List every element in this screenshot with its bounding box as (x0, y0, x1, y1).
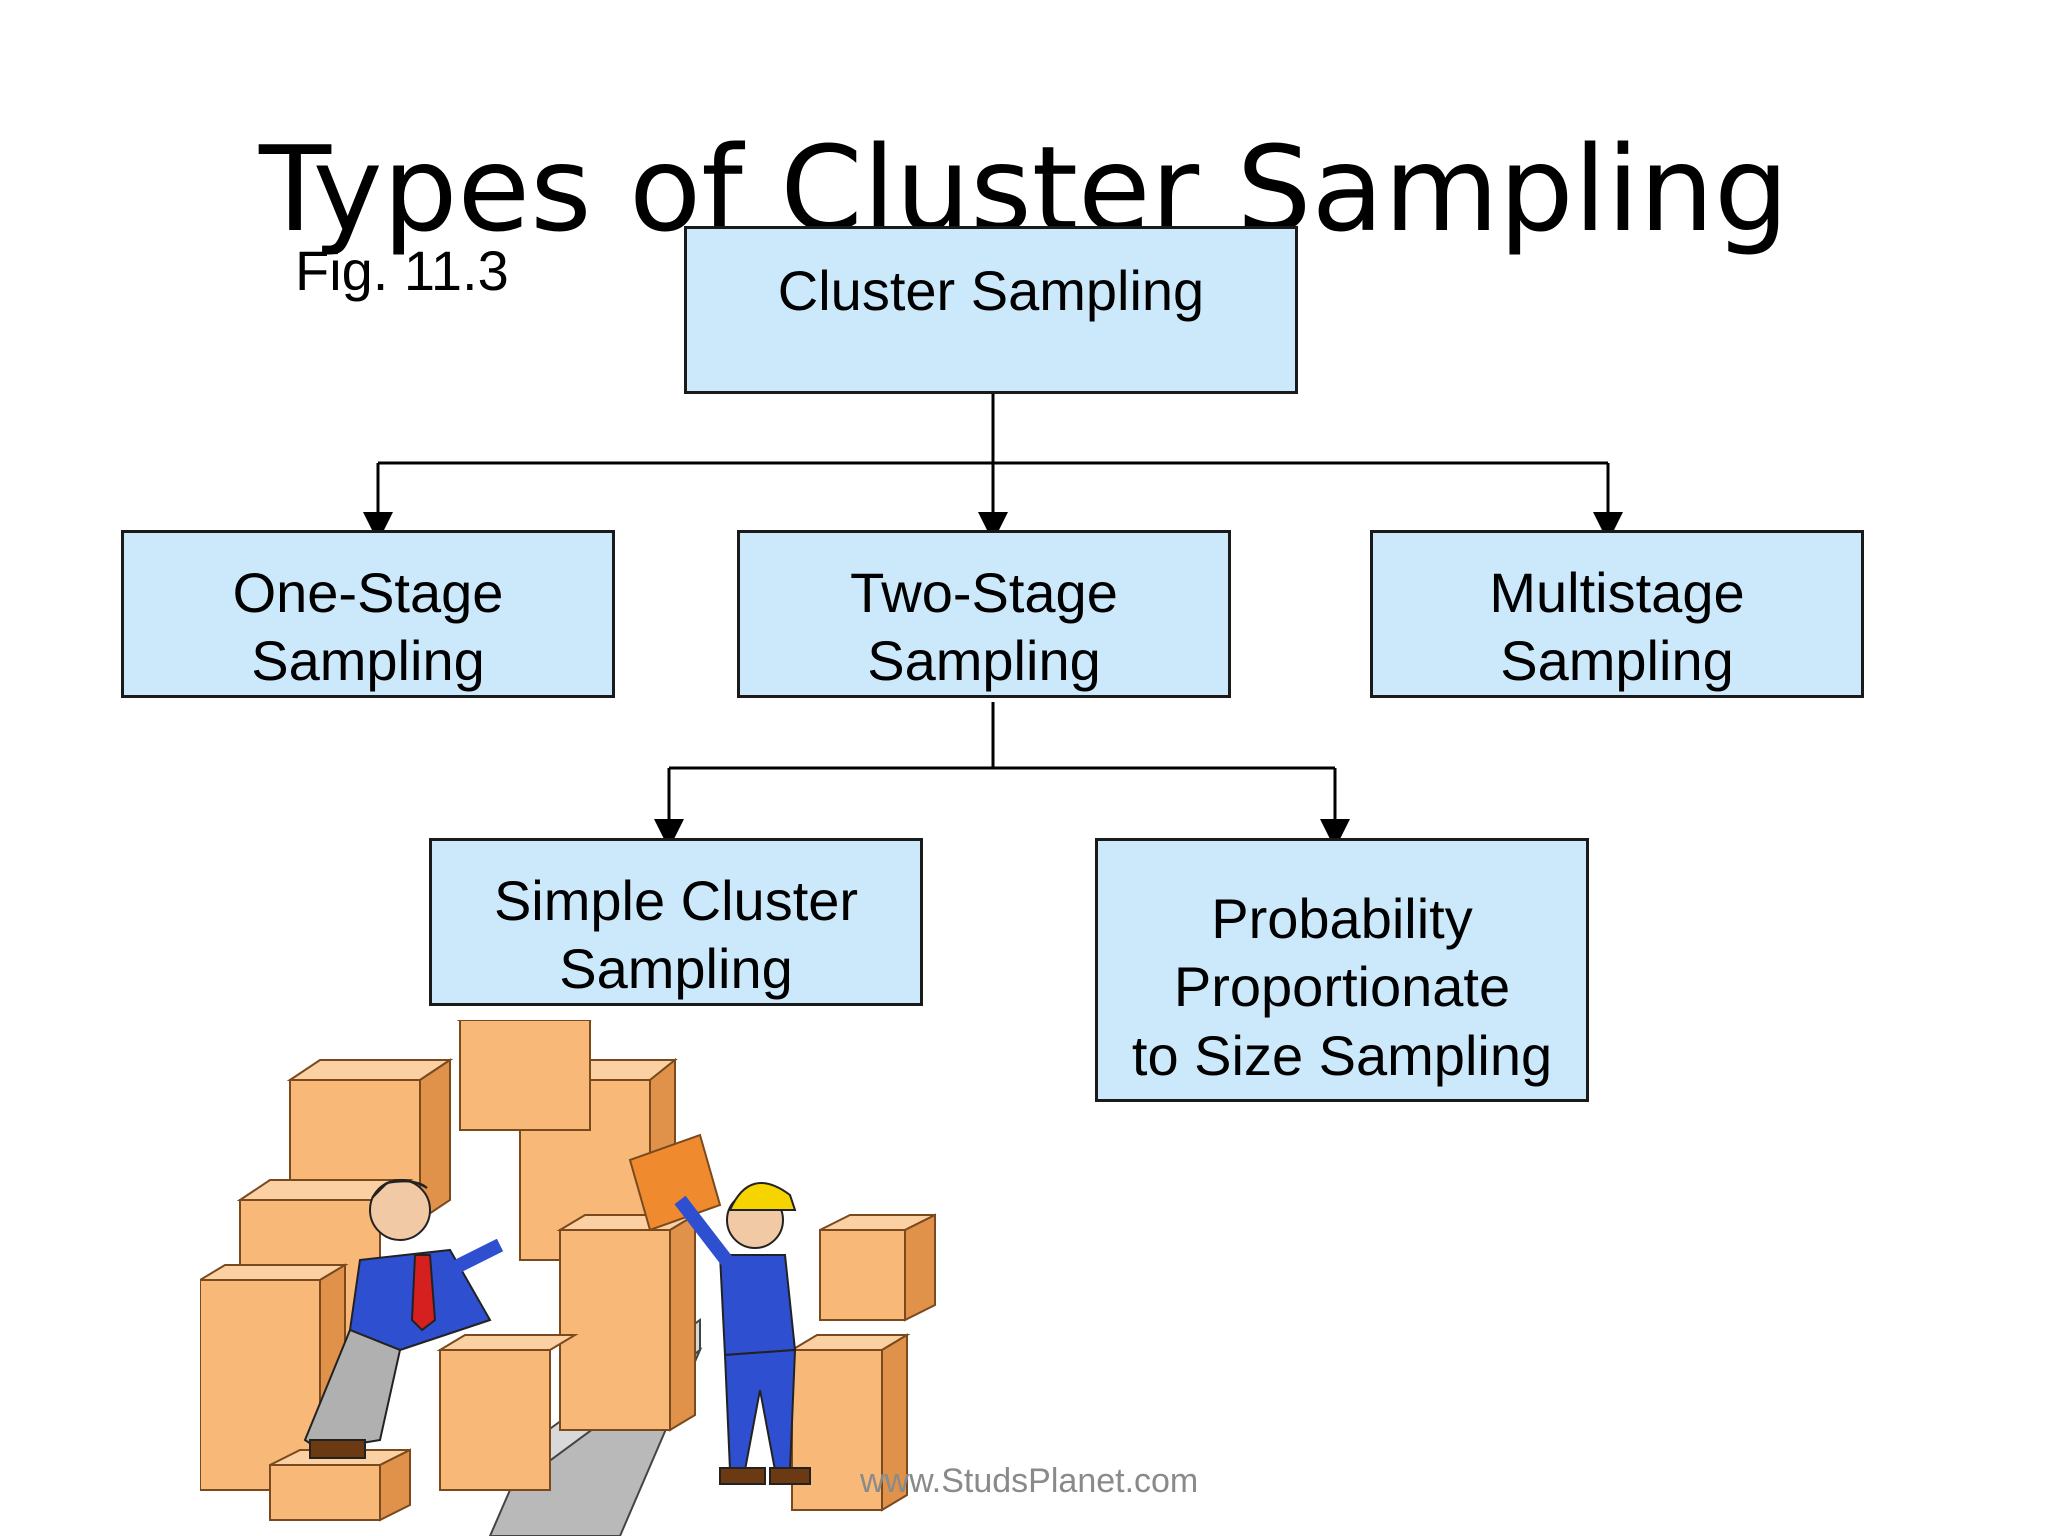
node-two-stage-sampling: Two-Stage Sampling (737, 530, 1231, 698)
node-cluster-sampling: Cluster Sampling (684, 226, 1298, 394)
node-pps-line-1: Probability (1211, 887, 1473, 950)
node-one-stage-sampling: One-Stage Sampling (121, 530, 615, 698)
node-one-stage-line-1: One-Stage (232, 561, 504, 624)
node-pps-line-2: Proportionate (1173, 955, 1511, 1019)
workers-moving-boxes-illustration (200, 1020, 936, 1536)
node-two-stage-line-1: Two-Stage (850, 561, 1118, 624)
node-cluster-sampling-line-1: Cluster Sampling (777, 259, 1205, 322)
node-two-stage-line-2: Sampling (867, 629, 1101, 693)
node-pps-line-3: to Size Sampling (1131, 1023, 1553, 1087)
node-multistage-sampling: Multistage Sampling (1370, 530, 1864, 698)
node-one-stage-line-2: Sampling (251, 629, 485, 693)
figure-label: Fig. 11.3 (295, 239, 509, 302)
node-pps-sampling: Probability Proportionate to Size Sampli… (1095, 838, 1589, 1102)
node-simple-cluster-line-2: Sampling (559, 937, 793, 1001)
node-simple-cluster-line-1: Simple Cluster (493, 869, 859, 932)
node-simple-cluster-sampling: Simple Cluster Sampling (429, 838, 923, 1006)
watermark: www.StudsPlanet.com (860, 1462, 1199, 1500)
node-multistage-line-1: Multistage (1489, 561, 1745, 624)
node-multistage-line-2: Sampling (1500, 629, 1734, 693)
